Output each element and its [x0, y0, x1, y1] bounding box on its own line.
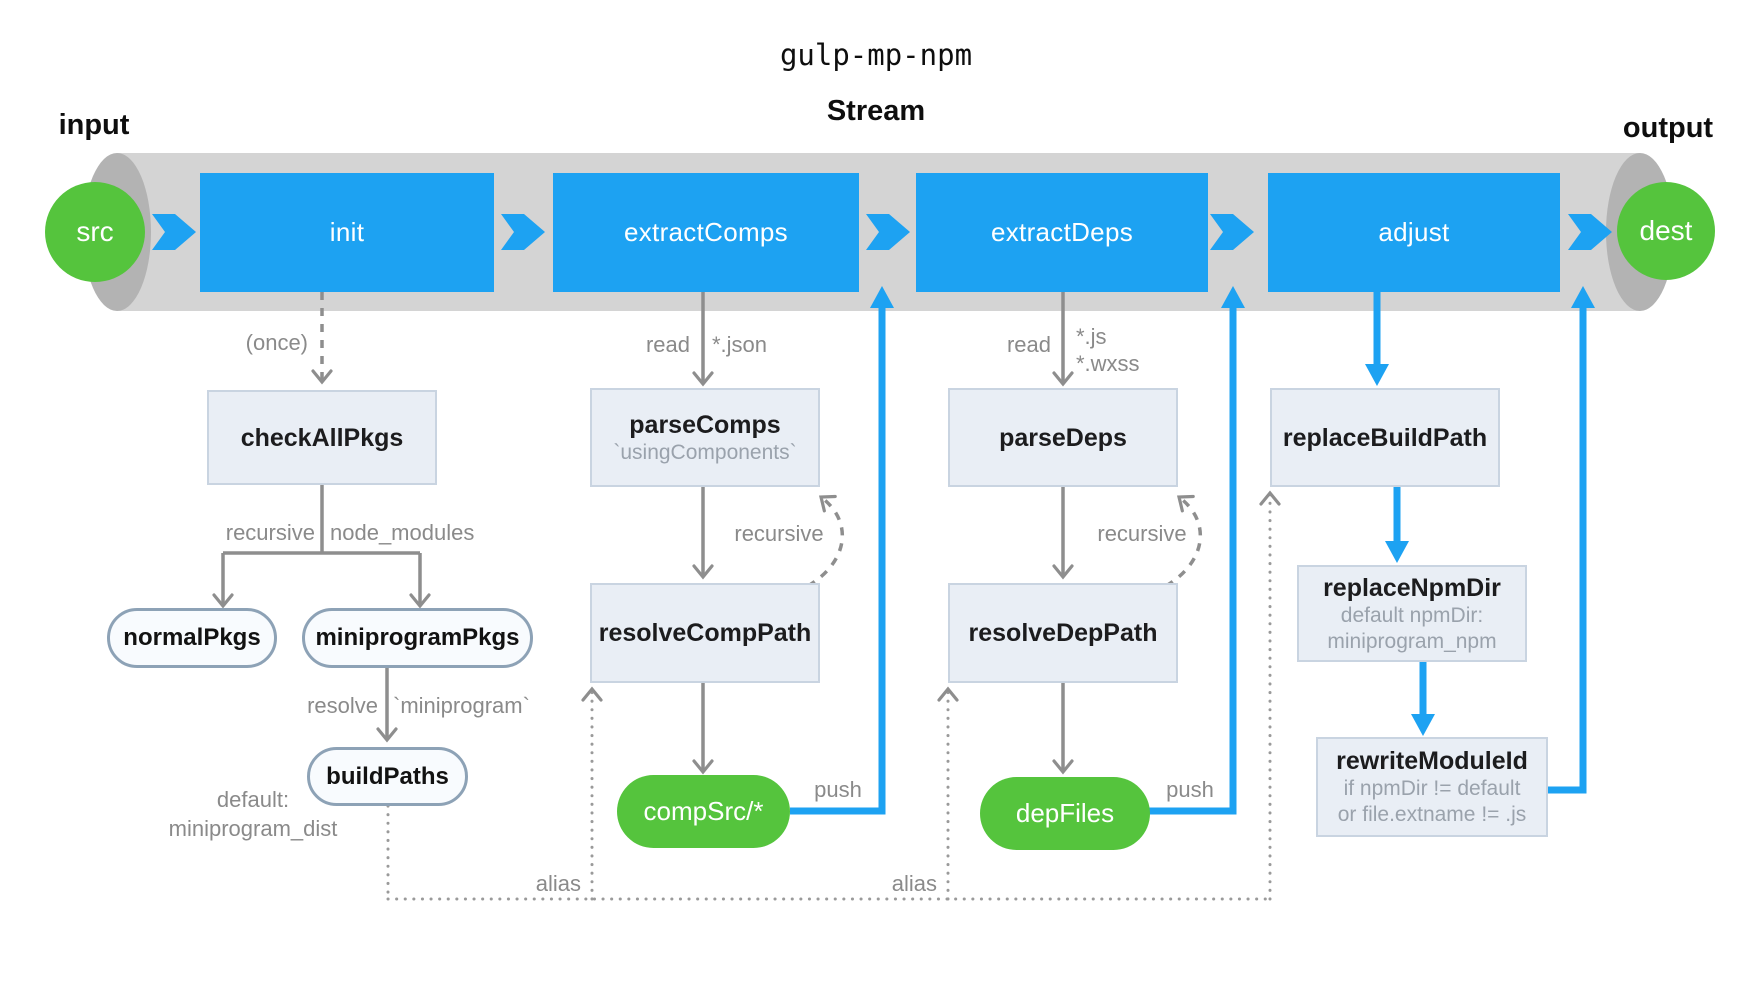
pill-buildpaths: buildPaths — [307, 747, 468, 806]
read-label-comps: read — [645, 332, 690, 357]
arc-recursive-deps — [1165, 494, 1203, 588]
pill-normalpkgs: normalPkgs — [107, 608, 277, 668]
stage-extractcomps: extractComps — [553, 173, 859, 292]
stage-init: init — [200, 173, 494, 292]
node-subtitle: if npmDir != default — [1343, 777, 1521, 800]
return-line-rewritemoduleid — [1548, 286, 1595, 794]
default-note: default: miniprogram_dist — [169, 785, 338, 843]
node-title: rewriteModuleId — [1336, 747, 1528, 775]
node-rewritemoduleid: rewriteModuleId if npmDir != default or … — [1316, 737, 1548, 837]
output-label: output — [1622, 112, 1714, 144]
arc-recursive-comps — [807, 494, 845, 588]
node-title: resolveDepPath — [968, 619, 1158, 647]
push-line-compsrc — [790, 286, 894, 815]
alias-label-comps: alias — [535, 871, 581, 896]
glob-json-label: *.json — [712, 332, 768, 357]
pill-compsrc: compSrc/* — [617, 775, 790, 848]
node-resolvedeppath: resolveDepPath — [948, 583, 1178, 683]
recursive-label-comps: recursive — [734, 521, 824, 546]
node-subtitle: miniprogram_npm — [1327, 629, 1497, 653]
stage-extractdeps: extractDeps — [916, 173, 1208, 292]
flow-chevron-icon — [501, 214, 545, 250]
page-title: gulp-mp-npm — [779, 38, 973, 72]
alias-label-deps: alias — [891, 871, 937, 896]
resolve-label: resolve — [307, 693, 378, 718]
node-title: parseDeps — [999, 423, 1127, 452]
read-label-deps: read — [1006, 332, 1051, 357]
flow-chevron-icon — [152, 214, 196, 250]
node-checkallpkgs: checkAllPkgs — [207, 390, 437, 485]
pill-depfiles: depFiles — [980, 777, 1150, 850]
push-label-deps: push — [1166, 777, 1214, 802]
recursive-label: recursive — [225, 520, 315, 545]
once-label: (once) — [245, 330, 308, 355]
glob-js-label: *.js — [1076, 324, 1107, 349]
node-title: parseComps — [629, 410, 781, 439]
node-title: checkAllPkgs — [240, 423, 404, 452]
default-note-line2: miniprogram_dist — [168, 816, 338, 841]
node-subtitle: `usingComponents` — [613, 440, 797, 464]
node-modules-label: node_modules — [330, 520, 475, 545]
stage-adjust: adjust — [1268, 173, 1560, 292]
node-parsecomps: parseComps `usingComponents` — [590, 388, 820, 487]
glob-wxss-label: *.wxss — [1076, 351, 1140, 376]
node-title: resolveCompPath — [598, 619, 812, 647]
push-line-depfiles — [1147, 286, 1245, 815]
src-endpoint: src — [45, 182, 145, 282]
node-replacenpmdir: replaceNpmDir default npmDir: miniprogra… — [1297, 565, 1527, 662]
flow-chevron-icon — [1210, 214, 1254, 250]
node-subtitle: or file.extname != .js — [1337, 803, 1527, 826]
node-title: replaceNpmDir — [1323, 573, 1501, 602]
default-note-line1: default: — [216, 787, 290, 812]
stream-label: Stream — [826, 95, 926, 127]
recursive-label-deps: recursive — [1097, 521, 1187, 546]
input-label: input — [58, 109, 130, 141]
node-subtitle: default npmDir: — [1340, 603, 1484, 627]
miniprogram-field-label: `miniprogram` — [393, 693, 530, 718]
push-label-comps: push — [814, 777, 862, 802]
flow-chevron-icon — [1568, 214, 1612, 250]
node-parsedeps: parseDeps — [948, 388, 1178, 487]
pill-miniprogrampkgs: miniprogramPkgs — [302, 608, 533, 668]
flow-chevron-icon — [866, 214, 910, 250]
node-resolvecomppath: resolveCompPath — [590, 583, 820, 683]
node-title: replaceBuildPath — [1282, 423, 1488, 452]
dest-endpoint: dest — [1617, 182, 1715, 280]
node-replacebuildpath: replaceBuildPath — [1270, 388, 1500, 487]
